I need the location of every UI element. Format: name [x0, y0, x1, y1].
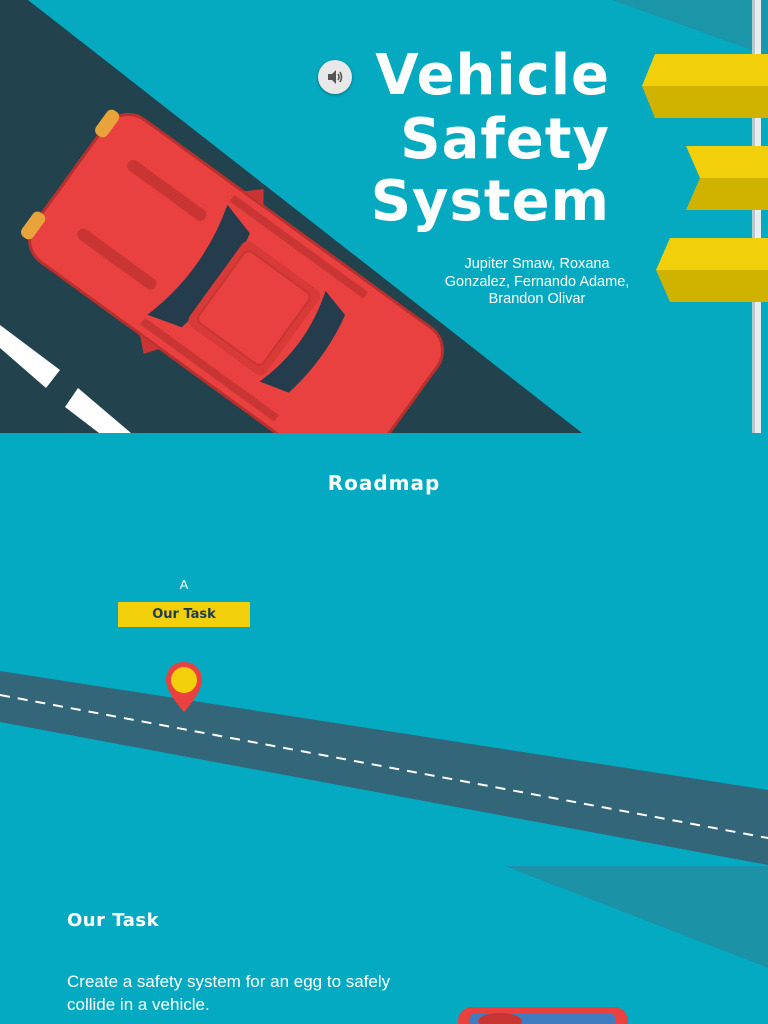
task-heading: Our Task [67, 910, 160, 931]
car-illustration [21, 109, 444, 433]
stop-our-task-button[interactable]: Our Task [118, 602, 250, 627]
corner-shadow [612, 0, 768, 56]
speaker-icon [328, 70, 343, 84]
road-centerline [0, 694, 768, 839]
task-body: Create a safety system for an egg to saf… [67, 972, 391, 1014]
stop-letter: A [179, 577, 189, 592]
roadmap-title: Roadmap [327, 471, 441, 495]
authors: Jupiter Smaw, Roxana Gonzalez, Fernando … [432, 256, 642, 309]
map-pin-icon[interactable] [164, 660, 204, 714]
authors-line-1: Jupiter Smaw, Roxana [464, 256, 610, 272]
title-slide: Vehicle Safety System Jupiter Smaw, Roxa… [0, 0, 768, 433]
audio-button[interactable] [318, 60, 352, 94]
title-line-3: System [370, 169, 610, 234]
lane-dashes [0, 325, 131, 433]
slide-illustration [0, 0, 768, 433]
car-peek-illustration [458, 1007, 628, 1024]
authors-line-2: Gonzalez, Fernando Adame, [444, 273, 630, 290]
lower-shadow [505, 866, 768, 968]
sign-pole [752, 0, 761, 433]
title-line-1: Vehicle [375, 43, 610, 108]
roadmap-illustration [0, 671, 768, 1024]
roadmap-slide: Roadmap A Our Task Our Task Create a saf… [0, 433, 768, 1024]
title-line-2: Safety [400, 107, 610, 172]
arrow-signs [642, 54, 768, 302]
authors-line-3: Brandon Olivar [488, 291, 586, 307]
roadmap-road [0, 671, 768, 865]
